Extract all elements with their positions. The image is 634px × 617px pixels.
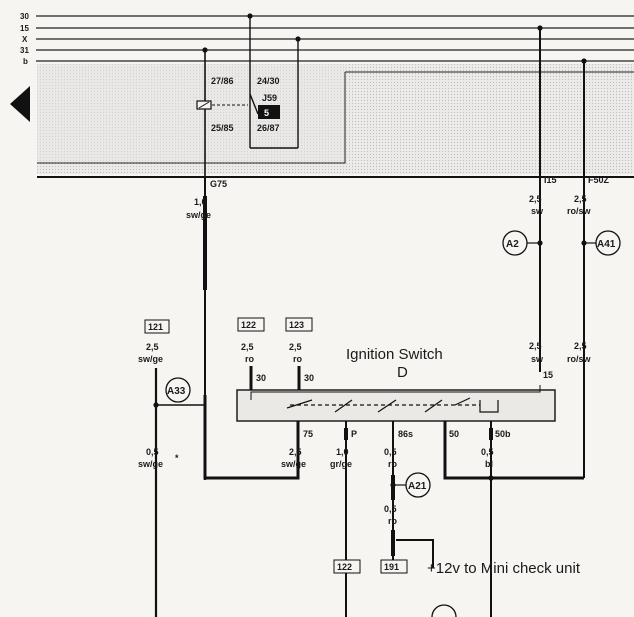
bus-lines bbox=[36, 15, 634, 62]
relay-name: J59 bbox=[262, 93, 277, 103]
connector-i15: I15 bbox=[544, 175, 557, 185]
circle-a21: A21 bbox=[408, 481, 427, 492]
ref-122: 122 bbox=[241, 320, 256, 330]
w-86s-size: 0,5 bbox=[384, 447, 397, 457]
wire-g75: G75 1,0 sw/ge bbox=[186, 177, 300, 480]
w-121-size: 2,5 bbox=[146, 342, 159, 352]
w-sw-right-color: sw bbox=[531, 354, 544, 364]
partial-marker bbox=[431, 604, 457, 617]
bus-label-31: 31 bbox=[20, 46, 29, 55]
circle-a2: A2 bbox=[506, 239, 519, 250]
ref-122-bottom: 122 bbox=[337, 562, 352, 572]
circle-a41: A41 bbox=[597, 239, 616, 250]
w-g75-color: sw/ge bbox=[186, 210, 211, 220]
bus-label-group: 30 15 X 31 b bbox=[20, 12, 29, 66]
annotation-lead bbox=[396, 539, 434, 568]
w-122-color: ro bbox=[245, 354, 255, 364]
connector-f50z: F50Z bbox=[588, 175, 610, 185]
w-86s-low-color: ro bbox=[388, 516, 398, 526]
switch-id: D bbox=[397, 364, 408, 381]
ref-121: 121 bbox=[148, 322, 163, 332]
w-122-size: 2,5 bbox=[241, 342, 254, 352]
relay-panel-inner bbox=[37, 64, 347, 163]
switch-pin-50b: 50b bbox=[495, 429, 511, 439]
w-123-size: 2,5 bbox=[289, 342, 302, 352]
w-50b-color: bl bbox=[485, 459, 493, 469]
star-mark: * bbox=[175, 453, 179, 463]
switch-title: Ignition Switch bbox=[346, 346, 443, 363]
switch-pin-30b: 30 bbox=[304, 373, 314, 383]
ref-123: 123 bbox=[289, 320, 304, 330]
ignition-switch: Ignition Switch D 75 2,5 sw/ge P 1,0 gr/… bbox=[236, 346, 556, 617]
bus-label-b: b bbox=[23, 57, 28, 66]
w-sw-right-size: 2,5 bbox=[529, 341, 542, 351]
switch-pin-86s: 86s bbox=[398, 429, 413, 439]
wire-i15: I15 2,5 sw 2,5 sw 15 bbox=[529, 25, 557, 380]
w-rosw-right-color: ro/sw bbox=[567, 354, 592, 364]
w-f50z-color: ro/sw bbox=[567, 206, 592, 216]
w-f50z-size: 2,5 bbox=[574, 194, 587, 204]
w-rosw-right-size: 2,5 bbox=[574, 341, 587, 351]
panel-inner-step bbox=[37, 72, 346, 164]
marker-a2: A2 bbox=[502, 230, 543, 256]
wire-122: 122 2,5 ro 30 bbox=[237, 317, 266, 400]
switch-pin-30a: 30 bbox=[256, 373, 266, 383]
bus-label-x: X bbox=[22, 35, 28, 44]
w-left-low-color: sw/ge bbox=[138, 459, 163, 469]
relay-slot: 5 bbox=[264, 108, 269, 118]
switch-pin-50: 50 bbox=[449, 429, 459, 439]
ref-191: 191 bbox=[384, 562, 399, 572]
left-arrow-icon bbox=[10, 86, 30, 122]
w-left-low-size: 0,5 bbox=[146, 447, 159, 457]
w-123-color: ro bbox=[293, 354, 303, 364]
switch-pin-p: P bbox=[351, 429, 357, 439]
wire-121: 121 2,5 sw/ge A33 0,5 sw/ge * bbox=[138, 319, 205, 617]
w-75-size: 2,5 bbox=[289, 447, 302, 457]
w-121-color: sw/ge bbox=[138, 354, 163, 364]
w-86s-low-size: 0,5 bbox=[384, 504, 397, 514]
relay-pin-24-30: 24/30 bbox=[257, 76, 280, 86]
relay-pin-26-87: 26/87 bbox=[257, 123, 280, 133]
marker-a41: A41 bbox=[581, 230, 621, 256]
w-i15-color: sw bbox=[531, 206, 544, 216]
w-50b-size: 0,5 bbox=[481, 447, 494, 457]
wire-123: 123 2,5 ro 30 bbox=[285, 317, 314, 400]
switch-pin-75: 75 bbox=[303, 429, 313, 439]
relay-j59: 5 27/86 25/85 24/30 26/87 J59 bbox=[196, 13, 301, 195]
switch-pin-15: 15 bbox=[543, 370, 553, 380]
connector-g75: G75 bbox=[210, 179, 227, 189]
w-p-size: 1,0 bbox=[336, 447, 349, 457]
bus-label-30: 30 bbox=[20, 12, 29, 21]
w-g75-size: 1,0 bbox=[194, 197, 207, 207]
wire-f50z: F50Z 2,5 ro/sw 2,5 ro/sw bbox=[443, 58, 610, 480]
bus-label-15: 15 bbox=[20, 24, 29, 33]
w-75-color: sw/ge bbox=[281, 459, 306, 469]
w-i15-size: 2,5 bbox=[529, 194, 542, 204]
w-86s-color: ro bbox=[388, 459, 398, 469]
w-p-color: gr/ge bbox=[330, 459, 352, 469]
relay-pin-25-85: 25/85 bbox=[211, 123, 234, 133]
relay-pin-27-86: 27/86 bbox=[211, 76, 234, 86]
circle-a33: A33 bbox=[167, 386, 186, 397]
annotation-text: +12v to Mini check unit bbox=[427, 560, 581, 577]
